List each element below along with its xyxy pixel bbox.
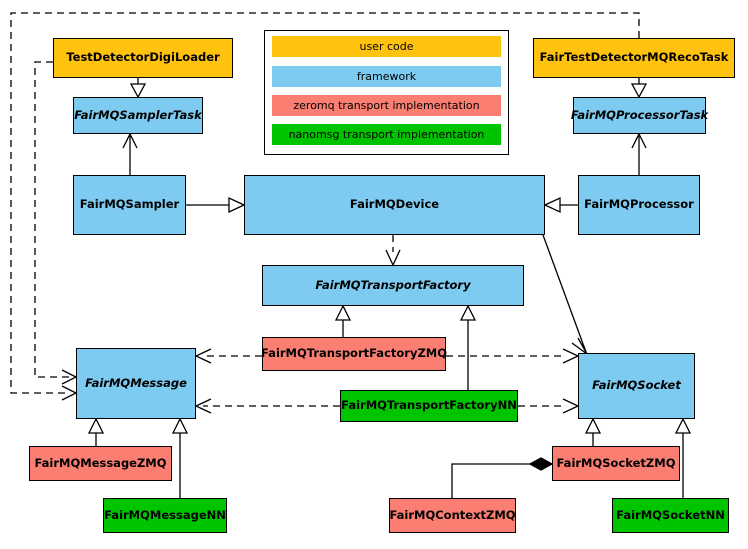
class-label: FairMQSocket	[592, 378, 681, 393]
legend-label-user-code: user code	[359, 40, 414, 53]
class-box-fairmqsocketnn[interactable]: FairMQSocketNN	[612, 498, 729, 533]
edge-tfzmq-socket	[446, 348, 580, 364]
edge-tfnn-socket	[518, 398, 580, 414]
class-label: FairMQTransportFactoryZMQ	[261, 346, 448, 361]
class-box-fairmqdevice[interactable]: FairMQDevice	[244, 175, 545, 235]
class-box-fairmqsampler[interactable]: FairMQSampler	[73, 175, 186, 235]
edge-socketnn-socket	[674, 417, 692, 498]
edge-digiloader-message	[34, 61, 78, 385]
class-box-fairmqsocketzmq[interactable]: FairMQSocketZMQ	[552, 446, 680, 481]
class-label: FairMQMessageZMQ	[34, 455, 167, 470]
class-label: FairMQSocketNN	[616, 507, 725, 522]
edge-sampler-device	[186, 196, 246, 214]
edge-messagezmq-message	[87, 417, 105, 446]
class-box-fairmqmessagezmq[interactable]: FairMQMessageZMQ	[29, 446, 172, 481]
edge-recotask-processortask	[630, 78, 648, 99]
class-label: FairMQProcessor	[584, 197, 694, 212]
class-box-fairmqtransportfactoryzmq[interactable]: FairMQTransportFactoryZMQ	[261, 337, 448, 371]
legend-label-nanomsg: nanomsg transport implementation	[288, 128, 485, 141]
edge-processortask-processor	[631, 132, 647, 175]
edge-device-socket	[542, 234, 588, 355]
edge-digiloader-samplertask	[129, 78, 147, 99]
class-box-fairmqprocessor[interactable]: FairMQProcessor	[578, 175, 700, 235]
class-label: FairMQTransportFactoryNN	[341, 398, 517, 413]
class-box-fairmqcontextzmq[interactable]: FairMQContextZMQ	[389, 498, 516, 533]
class-box-fairmqtransportfactorynn[interactable]: FairMQTransportFactoryNN	[340, 390, 518, 422]
edge-tfnn-transportfactory	[459, 304, 477, 390]
legend-label-zeromq: zeromq transport implementation	[293, 99, 480, 112]
edge-processor-device	[543, 196, 578, 214]
class-label: FairMQSocketZMQ	[556, 455, 676, 470]
class-box-fairmqsamplertask[interactable]: FairMQSamplerTask	[73, 97, 203, 134]
class-label: FairMQDevice	[349, 197, 440, 212]
class-label: FairMQTransportFactory	[315, 277, 471, 292]
legend-item-zeromq: zeromq transport implementation	[272, 95, 501, 116]
class-label: FairMQSampler	[79, 197, 180, 212]
class-label: FairMQMessage	[85, 375, 187, 390]
edge-samplertask-sampler	[122, 132, 138, 175]
edge-tfzmq-transportfactory	[334, 304, 352, 337]
class-box-fairmqsocket[interactable]: FairMQSocket	[578, 353, 695, 419]
edge-tfnn-message	[194, 398, 340, 414]
class-box-fairtestdetectormqrecotask[interactable]: FairTestDetectorMQRecoTask	[533, 38, 735, 78]
class-box-fairmqprocessortask[interactable]: FairMQProcessorTask	[570, 97, 709, 134]
edge-contextzmq-socketzmq	[451, 457, 554, 498]
edge-messagenn-message	[171, 417, 189, 498]
class-box-fairmqtransportfactory[interactable]: FairMQTransportFactory	[262, 265, 524, 306]
edge-tfzmq-message	[194, 348, 262, 364]
legend-item-user-code: user code	[272, 36, 501, 57]
class-label: FairMQContextZMQ	[389, 507, 516, 522]
class-label: FairTestDetectorMQRecoTask	[539, 50, 729, 65]
class-label: FairMQSamplerTask	[74, 107, 202, 122]
class-label: FairMQProcessorTask	[570, 107, 709, 122]
class-label: TestDetectorDigiLoader	[66, 50, 220, 65]
edge-socketzmq-socket	[584, 417, 602, 446]
legend-item-nanomsg: nanomsg transport implementation	[272, 124, 501, 145]
class-box-fairmqmessagenn[interactable]: FairMQMessageNN	[103, 498, 227, 533]
class-box-fairmqmessage[interactable]: FairMQMessage	[76, 348, 196, 419]
class-label: FairMQMessageNN	[104, 507, 226, 522]
legend-label-framework: framework	[356, 70, 417, 83]
legend-item-framework: framework	[272, 66, 501, 87]
edge-device-transportfactory	[385, 235, 401, 267]
class-box-testdetectordigiloader[interactable]: TestDetectorDigiLoader	[53, 38, 233, 78]
